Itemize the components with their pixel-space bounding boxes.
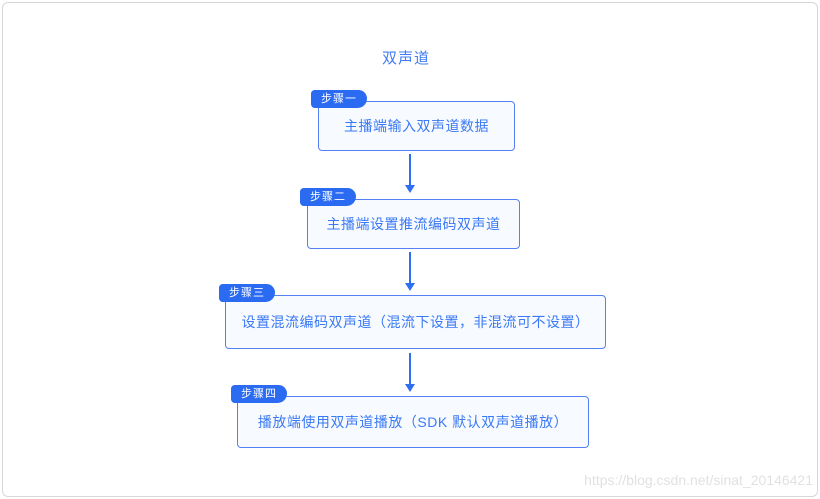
step-badge-2: 步骤二	[300, 188, 356, 206]
step-badge-1: 步骤一	[311, 90, 367, 108]
watermark-url: https://blog.csdn.net/sinat_20146421	[584, 472, 813, 488]
step-badge-3: 步骤三	[219, 284, 275, 302]
arrow-shaft	[409, 353, 411, 384]
step-box-4: 播放端使用双声道播放（SDK 默认双声道播放）	[237, 396, 589, 448]
step-box-3: 设置混流编码双声道（混流下设置，非混流可不设置）	[225, 295, 606, 349]
arrow-head	[405, 384, 415, 392]
step-box-2-text: 主播端设置推流编码双声道	[326, 216, 501, 232]
step-box-2: 主播端设置推流编码双声道	[307, 199, 520, 249]
page-title: 双声道	[381, 50, 430, 67]
step-badge-4-label: 步骤四	[241, 388, 277, 400]
arrow-shaft	[409, 154, 411, 185]
step-box-1-text: 主播端输入双声道数据	[344, 118, 489, 134]
step-box-4-text: 播放端使用双声道播放（SDK 默认双声道播放）	[257, 414, 569, 430]
arrow-shaft	[409, 252, 411, 283]
step-badge-2-label: 步骤二	[310, 191, 346, 203]
down-arrow-icon	[403, 154, 417, 193]
down-arrow-icon	[403, 353, 417, 392]
step-badge-3-label: 步骤三	[229, 287, 265, 299]
arrow-head	[405, 283, 415, 291]
step-box-3-text: 设置混流编码双声道（混流下设置，非混流可不设置）	[241, 314, 590, 330]
step-badge-4: 步骤四	[231, 385, 287, 403]
arrow-head	[405, 185, 415, 193]
down-arrow-icon	[403, 252, 417, 291]
step-badge-1-label: 步骤一	[321, 93, 357, 105]
step-box-1: 主播端输入双声道数据	[318, 101, 515, 151]
